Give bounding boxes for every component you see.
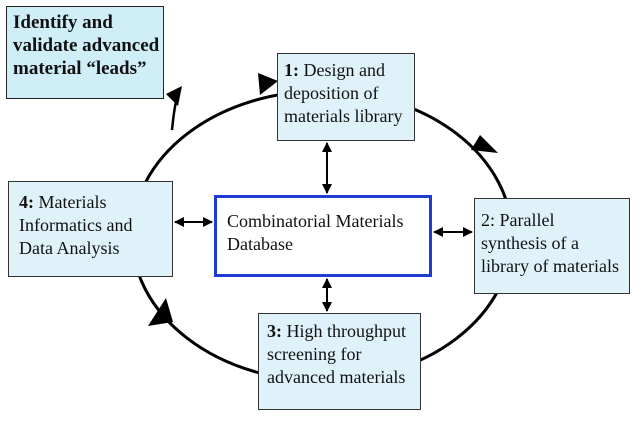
step4-line-3: Data Analysis [19, 238, 120, 258]
step1-line-3: materials library [284, 106, 403, 126]
database-line-1: Combinatorial Materials [227, 211, 404, 231]
step1-number: 1: [284, 60, 299, 80]
step1-line-2: deposition of [284, 83, 379, 103]
step3-line-1: High throughput [282, 321, 407, 341]
leads-line-2: validate advanced [13, 35, 160, 56]
database-box: Combinatorial Materials Database [214, 195, 432, 277]
step2-line-1: Parallel [495, 210, 555, 230]
leads-line-1: Identify and [13, 12, 113, 33]
step3-box: 3: High throughput screening for advance… [258, 313, 421, 410]
step3-line-3: advanced materials [267, 367, 406, 387]
step3-number: 3: [267, 321, 282, 341]
leads-arrowhead [166, 86, 182, 106]
leads-line-3: material “leads” [13, 58, 147, 79]
step1-line-1: Design and [299, 60, 385, 80]
cycle-arrowhead-top [258, 73, 278, 95]
cycle-arrowhead-bottom-left [148, 298, 173, 326]
step4-number: 4: [19, 192, 34, 212]
leads-box: Identify and validate advanced material … [6, 6, 164, 99]
step4-line-2: Informatics and [19, 215, 133, 235]
database-line-2: Database [227, 234, 293, 254]
step2-box: 2: Parallel synthesis of a library of ma… [474, 198, 630, 294]
step2-line-2: synthesis of a [481, 233, 579, 253]
cycle-arrowhead-right [471, 135, 498, 153]
step4-line-1: Materials [34, 192, 107, 212]
step3-line-2: screening for [267, 344, 362, 364]
step4-box: 4: Materials Informatics and Data Analys… [8, 181, 173, 277]
step2-number: 2: [481, 210, 496, 230]
step2-line-3: library of materials [481, 256, 619, 276]
step1-box: 1: Design and deposition of materials li… [277, 53, 415, 141]
